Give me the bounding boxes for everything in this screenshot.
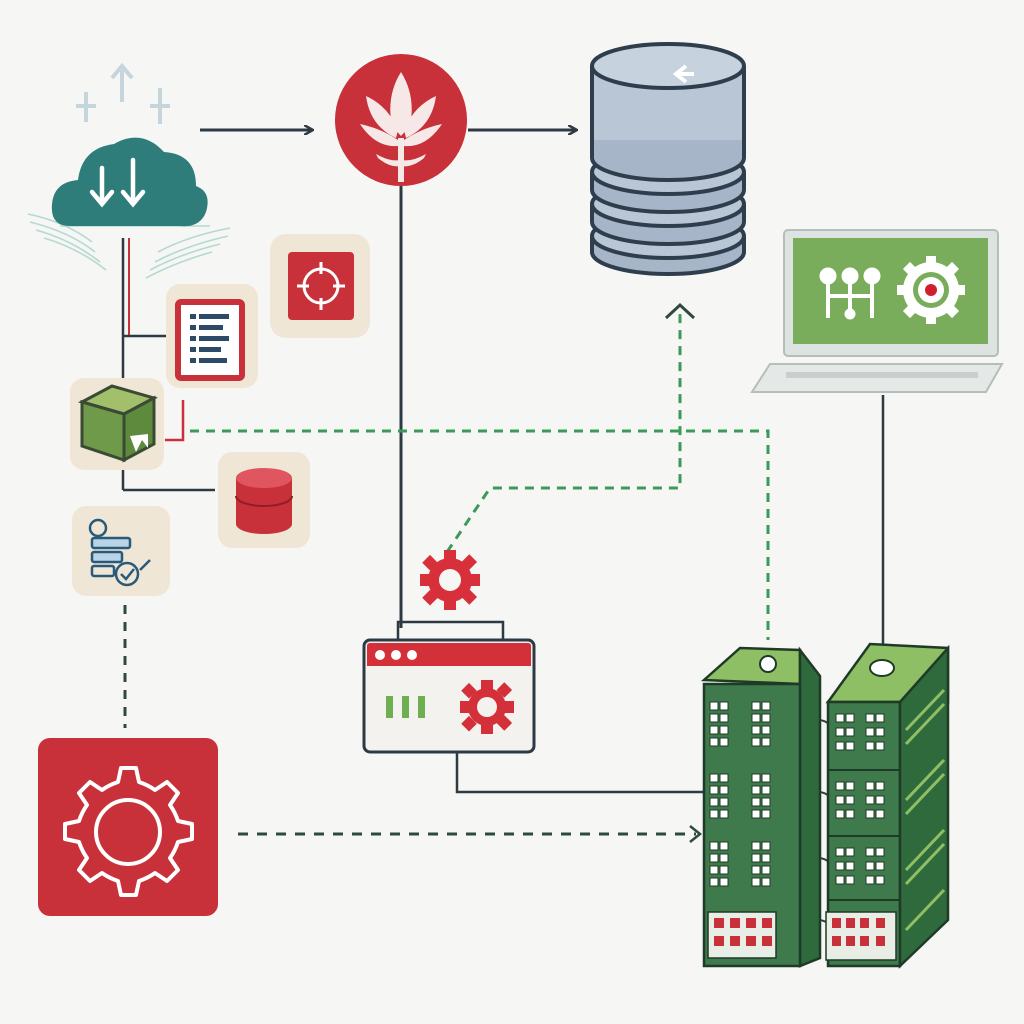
connectors <box>121 130 885 843</box>
package-tile[interactable] <box>70 378 164 470</box>
package-box-icon <box>78 384 158 463</box>
download-arrows-icon <box>89 157 146 208</box>
laptop-monitor-node[interactable] <box>750 229 1004 393</box>
red-database-icon <box>235 468 293 534</box>
target-crosshair-icon <box>297 262 345 310</box>
connector-racks-arrowhead <box>689 825 703 843</box>
connector-database-arrowhead <box>664 302 696 320</box>
connector-package-to-target <box>165 400 185 442</box>
cloud-sync-node[interactable] <box>27 62 231 279</box>
app-window-titlebar <box>367 643 531 666</box>
target-gear-icon <box>897 256 965 324</box>
server-rack-right <box>825 642 950 969</box>
settings-doc-tile[interactable] <box>72 506 170 596</box>
storage-tile[interactable] <box>218 452 310 548</box>
target-tile[interactable] <box>270 234 370 338</box>
document-list-icon <box>190 314 229 363</box>
bars-icon <box>386 696 425 718</box>
connector-window-to-racks <box>455 752 706 794</box>
database-icon <box>590 42 746 276</box>
connector-window-to-database-dashed <box>445 310 682 553</box>
settings-document-icon <box>88 518 151 587</box>
database-node[interactable] <box>590 42 746 276</box>
connector-package-to-racks-dashed <box>190 429 770 640</box>
hierarchy-icon <box>819 267 881 320</box>
leaf-emblem-icon <box>360 72 442 182</box>
processor-node[interactable] <box>335 54 467 186</box>
document-tile[interactable] <box>166 284 258 388</box>
arrow-left-icon <box>672 64 694 84</box>
gear-tile[interactable] <box>38 738 218 916</box>
cloud-download-icon <box>51 137 208 227</box>
server-racks-node[interactable] <box>700 642 950 969</box>
app-window-node[interactable] <box>362 550 536 754</box>
window-hanger <box>396 620 505 640</box>
server-rack-left <box>700 646 822 968</box>
upload-arrows-icon <box>76 62 170 124</box>
gear-icon <box>63 766 194 897</box>
gear-red-icon <box>420 550 480 610</box>
window-gear-icon <box>460 680 514 734</box>
